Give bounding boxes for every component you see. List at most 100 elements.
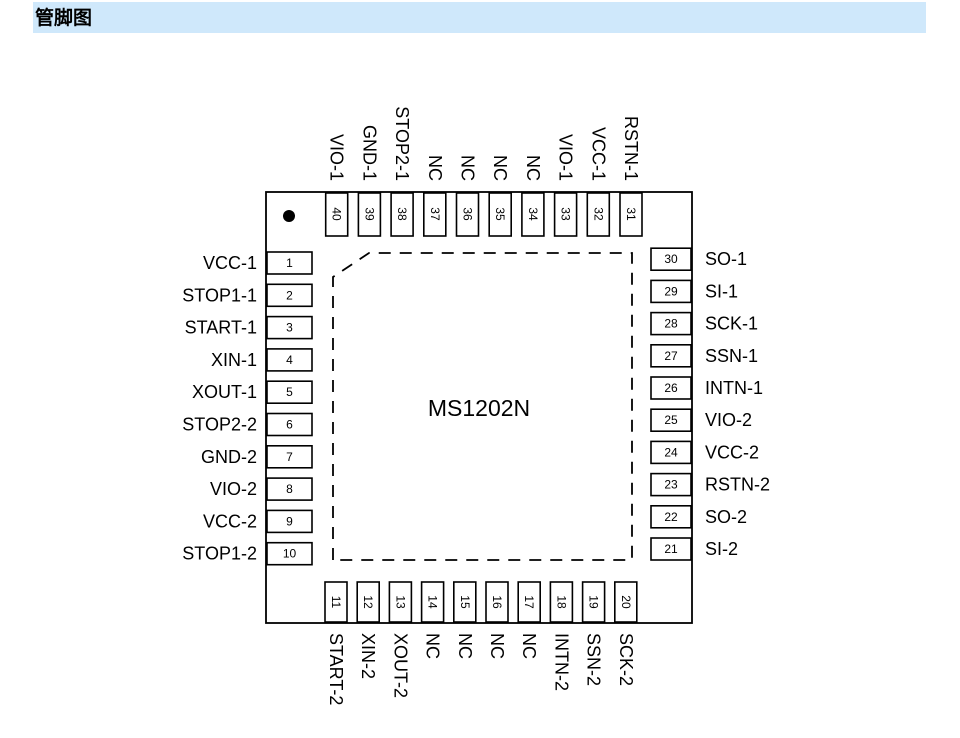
- pin-label: XOUT-1: [192, 382, 257, 402]
- pin-pad: [356, 581, 381, 623]
- pin-pad: [650, 504, 692, 529]
- pin-number: 5: [286, 385, 293, 399]
- pin-number: 28: [664, 317, 678, 331]
- pin-pad: [517, 581, 542, 623]
- pin-label: VIO-2: [210, 479, 257, 499]
- pin-pad: [266, 509, 313, 534]
- pin-label: STOP2-2: [182, 415, 257, 435]
- pin-number: 18: [554, 595, 568, 609]
- pin-pad: [266, 283, 313, 308]
- pin-pad: [324, 581, 348, 623]
- pin-number: 11: [329, 596, 343, 609]
- die-pad-outline: [332, 252, 633, 561]
- pin-label: NC: [455, 633, 475, 659]
- pin-number: 8: [286, 482, 293, 496]
- pin-label: START-1: [185, 318, 257, 338]
- pin-label: GND-2: [201, 447, 257, 467]
- pin-left-3: 3 START-1: [185, 315, 313, 340]
- pin-label: VIO-2: [705, 410, 752, 430]
- pin-pad: [452, 581, 477, 623]
- pin-pad: [266, 541, 313, 566]
- pin-number: 32: [591, 207, 605, 221]
- chip-package-outline: [265, 191, 693, 624]
- section-title: 管脚图: [35, 7, 93, 29]
- chip-name: MS1202N: [428, 395, 530, 421]
- section-header: 管脚图: [33, 2, 926, 33]
- pin-number: 3: [286, 321, 293, 335]
- pin-number: 34: [526, 207, 540, 221]
- pin-label: SI-2: [705, 539, 738, 559]
- pin-number: 12: [361, 595, 375, 609]
- pin-left-6: 6 STOP2-2: [182, 412, 313, 437]
- pin-label: INTN-2: [551, 633, 571, 691]
- pin-label: NC: [425, 155, 445, 181]
- pin-pad: [488, 192, 513, 237]
- pin-label: XOUT-2: [390, 633, 410, 698]
- pin-label: NC: [487, 633, 507, 659]
- pin-pad: [586, 192, 611, 237]
- pin-label: VCC-1: [203, 253, 257, 273]
- pin-number: 26: [664, 381, 678, 395]
- pin-number: 9: [286, 514, 293, 528]
- pin-left-7: 7 GND-2: [201, 444, 313, 469]
- pin-number: 19: [587, 595, 601, 609]
- pin-pad: [266, 444, 313, 469]
- pin-pad: [266, 412, 313, 437]
- pin-pad: [619, 192, 643, 237]
- pin-pad: [388, 581, 413, 623]
- pin-number: 6: [286, 418, 293, 432]
- pin-label: RSTN-1: [621, 116, 641, 181]
- pin-number: 31: [624, 207, 638, 221]
- pin-label: GND-1: [359, 125, 379, 181]
- pin-number: 38: [395, 207, 409, 221]
- pin-number: 13: [393, 595, 407, 609]
- pin-pad: [485, 581, 509, 623]
- pin-number: 33: [559, 207, 573, 221]
- pin-pad: [390, 192, 414, 237]
- pin-pad: [266, 315, 313, 340]
- pin-label: SCK-1: [705, 314, 758, 334]
- pin-label: SSN-2: [584, 633, 604, 686]
- pin-number: 14: [426, 595, 440, 609]
- pin-pad: [650, 472, 692, 497]
- pin-label: VCC-1: [588, 127, 608, 181]
- pin-pad: [549, 581, 574, 623]
- pin-number: 7: [286, 450, 293, 464]
- pin-number: 16: [490, 595, 504, 609]
- pin-number: 27: [664, 349, 678, 363]
- pin-label: NC: [523, 155, 543, 181]
- pin-label: VIO-1: [556, 134, 576, 181]
- pin-number: 15: [458, 595, 472, 609]
- pin-pad: [266, 348, 313, 372]
- pin-number: 10: [283, 547, 297, 561]
- pin-pad: [266, 477, 313, 501]
- pin-label: NC: [490, 155, 510, 181]
- pin-label: SCK-2: [616, 633, 636, 686]
- pin-pad: [422, 192, 447, 237]
- pin-label: START-2: [326, 633, 346, 705]
- pin-number: 2: [286, 288, 293, 302]
- pin-pad: [553, 192, 578, 237]
- pin-number: 4: [286, 353, 293, 367]
- pin-left-8: 8 VIO-2: [210, 477, 313, 501]
- pin-number: 29: [664, 284, 678, 298]
- pin-label: STOP1-2: [182, 544, 257, 564]
- pin-pad: [613, 581, 638, 623]
- pin-left-5: 5 XOUT-1: [192, 380, 313, 405]
